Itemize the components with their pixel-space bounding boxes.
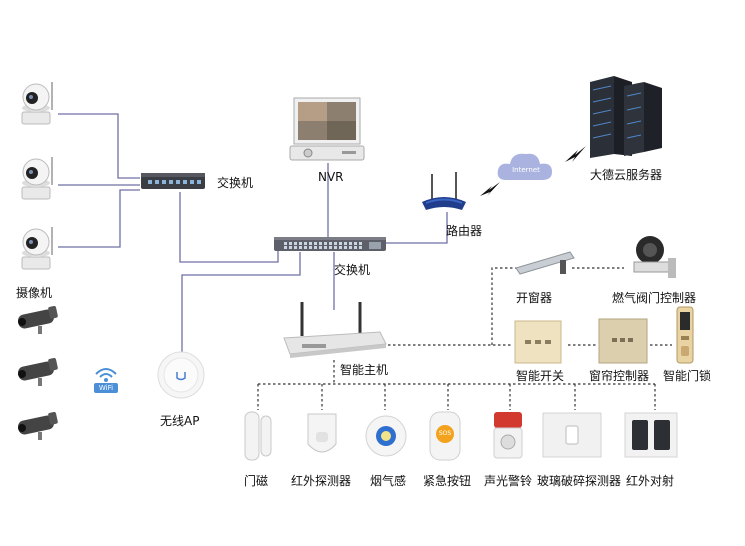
switch-top-icon bbox=[140, 170, 206, 192]
ir-beam-icon bbox=[624, 412, 678, 458]
wifi-icon: WiFi bbox=[92, 364, 120, 394]
internet-cloud-icon: Internet bbox=[496, 150, 554, 184]
gas-valve-label: 燃气阀门控制器 bbox=[612, 291, 697, 305]
ir-detector-icon bbox=[304, 410, 340, 462]
curtain-controller-icon bbox=[598, 318, 648, 364]
siren-label: 声光警铃 bbox=[484, 474, 533, 488]
wireless-ap-label: 无线AP bbox=[160, 414, 200, 428]
wifi-badge-text: WiFi bbox=[98, 384, 114, 392]
switch-top-label: 交换机 bbox=[217, 176, 254, 190]
sos-text: SOS bbox=[438, 430, 452, 437]
cloud-server-rack-icon bbox=[584, 76, 666, 158]
siren-icon bbox=[490, 410, 526, 462]
wireless-bolt-icons bbox=[480, 146, 586, 196]
smart-switch-icon bbox=[514, 320, 562, 364]
bullet-camera-2-icon bbox=[12, 357, 62, 388]
ir-detector-label: 红外探测器 bbox=[291, 474, 352, 488]
dome-camera-3-icon bbox=[16, 225, 60, 273]
dome-camera-2-icon bbox=[16, 155, 60, 203]
smart-host-icon bbox=[280, 300, 388, 360]
glass-break-detector-icon bbox=[542, 412, 602, 458]
door-sensor-label: 门磁 bbox=[244, 474, 269, 488]
nvr-monitor-icon bbox=[288, 96, 368, 164]
smart-switch-label: 智能开关 bbox=[516, 369, 565, 383]
nvr-label: NVR bbox=[318, 170, 344, 184]
door-sensor-icon bbox=[243, 410, 275, 462]
internet-text: Internet bbox=[512, 166, 540, 174]
wireless-ap-icon bbox=[156, 350, 206, 400]
ir-beam-label: 红外对射 bbox=[626, 474, 675, 488]
curtain-controller-label: 窗帘控制器 bbox=[589, 369, 650, 383]
bullet-camera-1-icon bbox=[12, 305, 62, 336]
switch-main-label: 交换机 bbox=[334, 263, 371, 277]
bullet-camera-3-icon bbox=[12, 411, 62, 442]
smart-lock-icon bbox=[674, 306, 696, 364]
glass-break-label: 玻璃破碎探测器 bbox=[537, 474, 622, 488]
camera-label: 摄像机 bbox=[16, 286, 53, 300]
smart-host-label: 智能主机 bbox=[340, 363, 389, 377]
sensor-links bbox=[257, 267, 672, 410]
cloud-server-label: 大德云服务器 bbox=[590, 168, 663, 182]
camera-links bbox=[58, 113, 448, 352]
router-icon bbox=[418, 170, 470, 212]
window-opener-icon bbox=[514, 248, 576, 278]
router-label: 路由器 bbox=[446, 224, 483, 238]
gas-valve-icon bbox=[624, 232, 680, 282]
dome-camera-1-icon bbox=[16, 80, 60, 128]
emergency-button-label: 紧急按钮 bbox=[423, 474, 472, 488]
smoke-sensor-icon bbox=[364, 412, 408, 462]
smoke-sensor-label: 烟气感 bbox=[370, 474, 407, 488]
smart-lock-label: 智能门锁 bbox=[663, 369, 712, 383]
switch-main-icon bbox=[274, 236, 386, 252]
window-opener-label: 开窗器 bbox=[516, 291, 553, 305]
emergency-button-icon: SOS bbox=[428, 410, 462, 462]
